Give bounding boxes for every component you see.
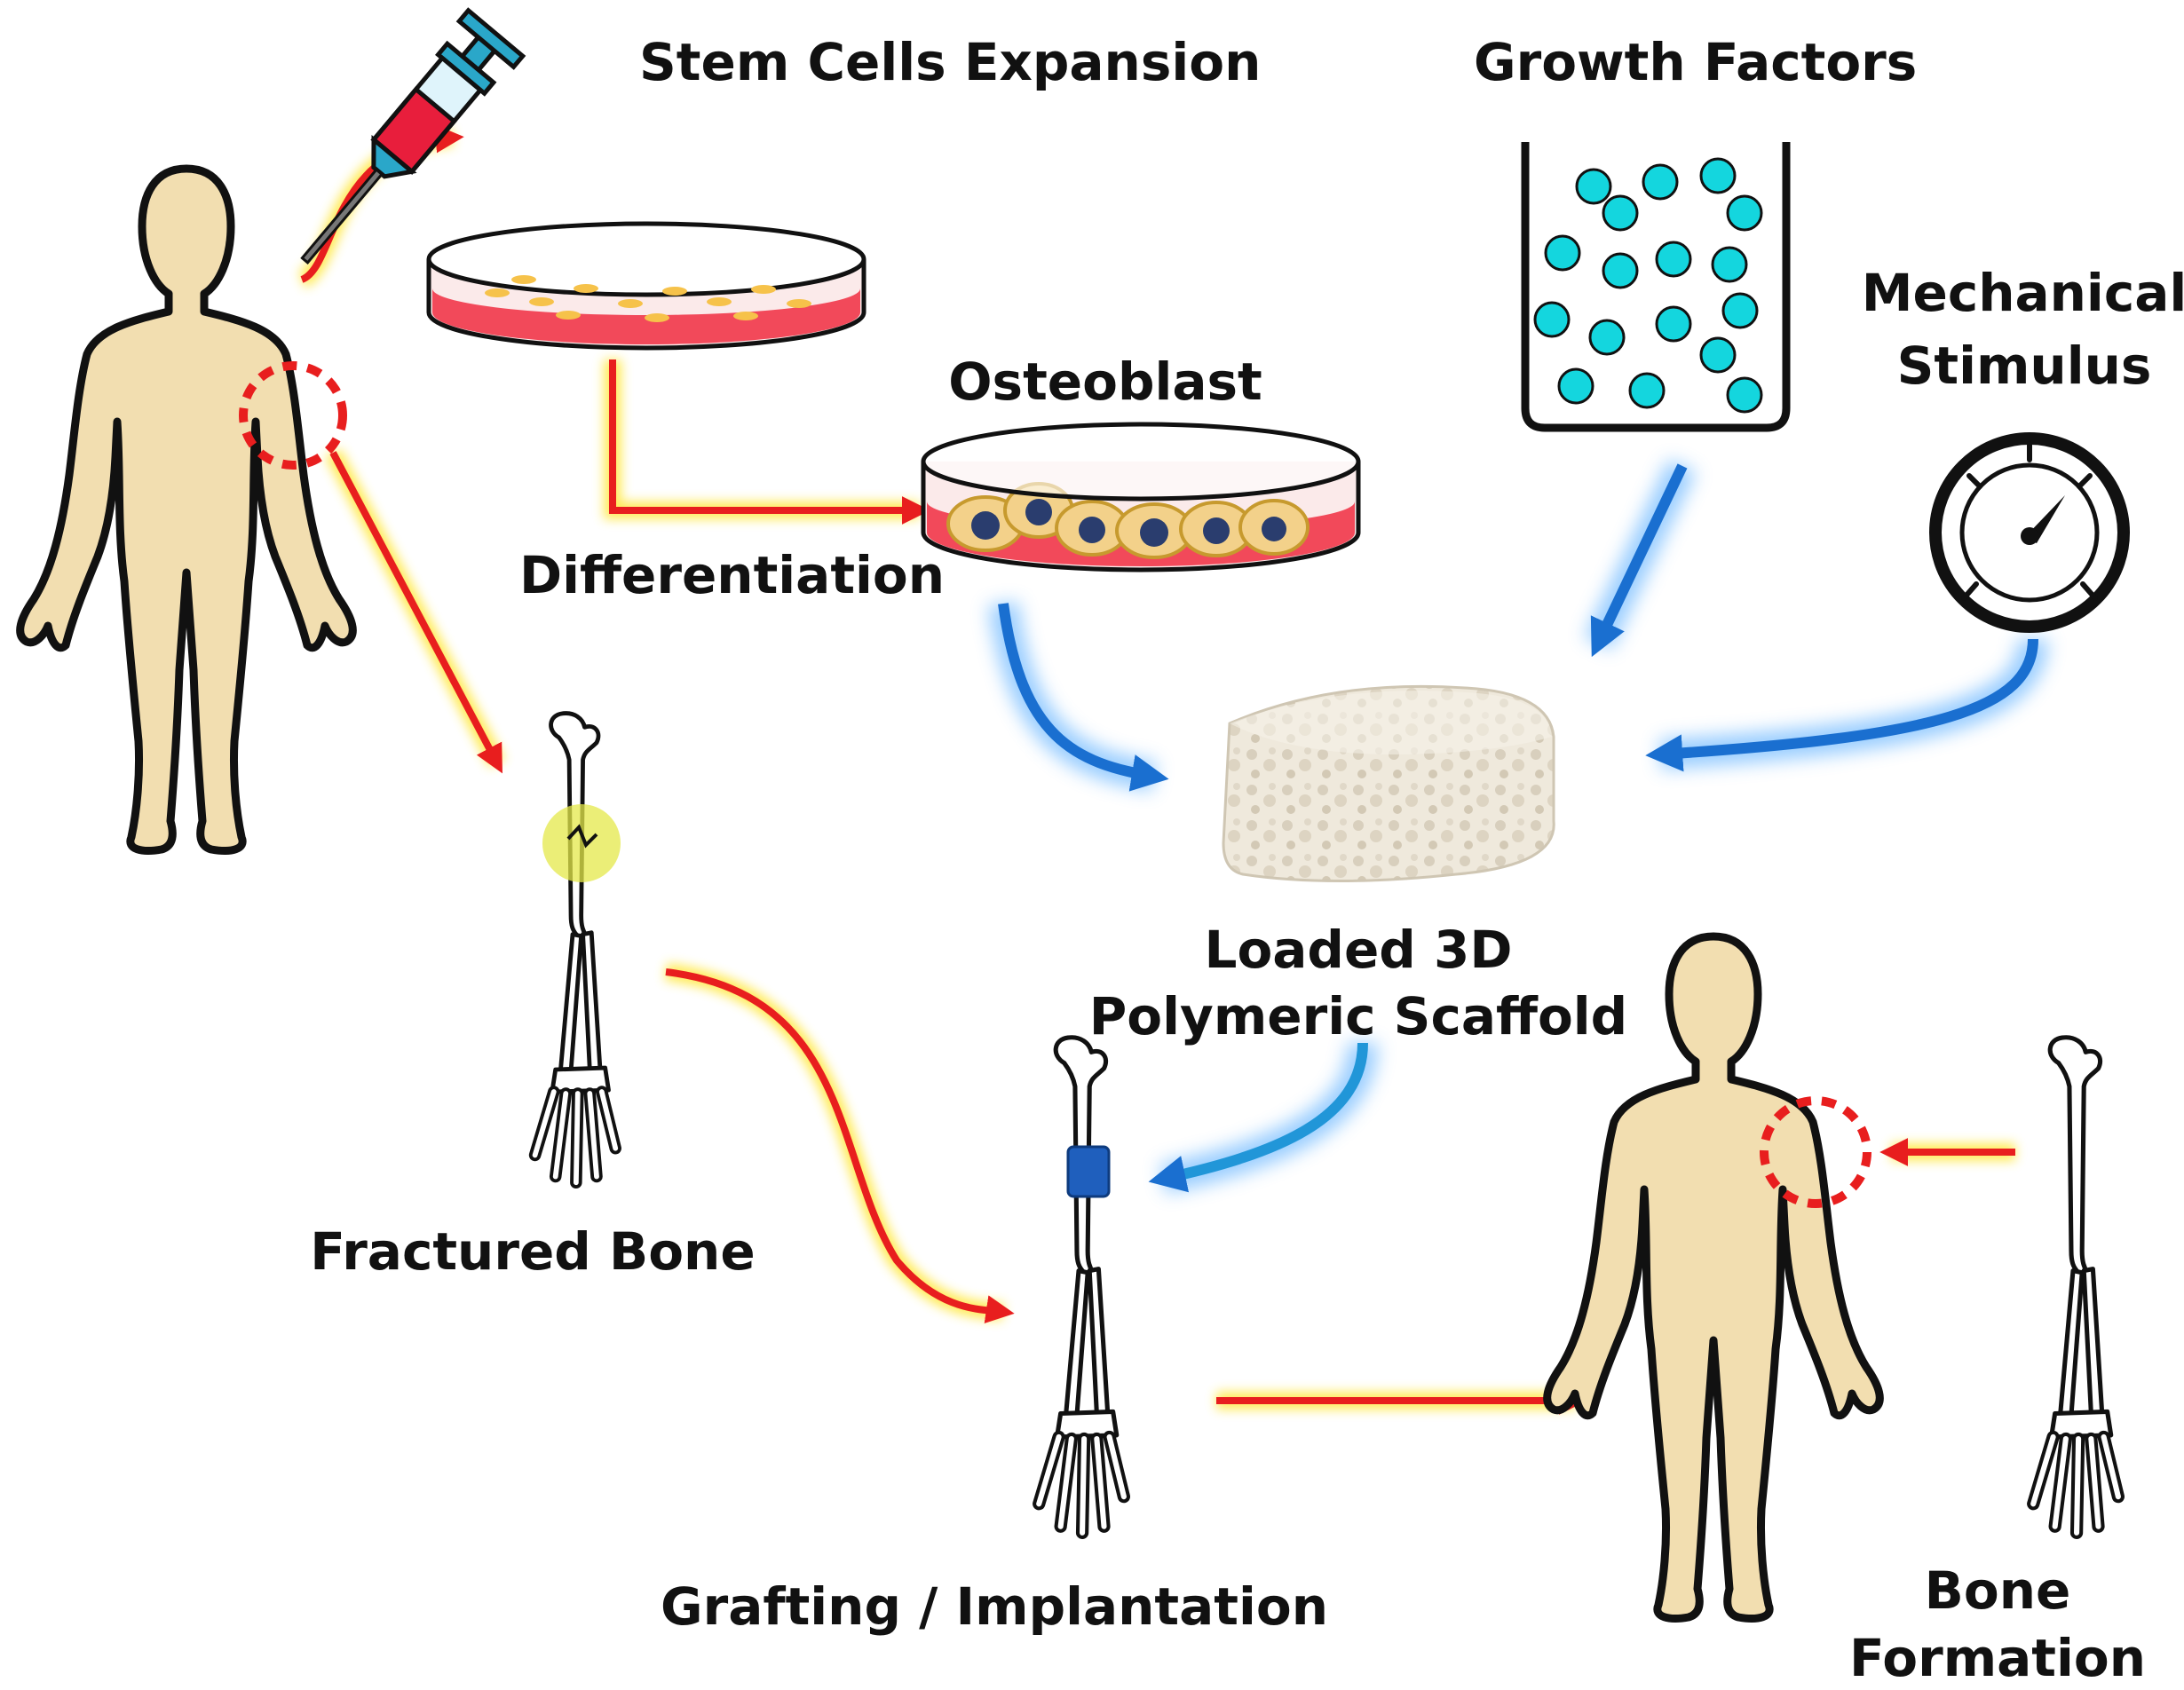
label-growth-factors: Growth Factors: [1474, 32, 1917, 92]
label-loaded-3d: Loaded 3D: [1204, 920, 1512, 980]
arrow-mechanical-to-scaffold: [1645, 638, 2038, 772]
stem-cells: [485, 275, 811, 322]
grafted-bone: [1039, 1038, 1124, 1533]
arrow-stemcells-to-osteoblast: [609, 359, 930, 525]
label-stem-cells-expansion: Stem Cells Expansion: [639, 32, 1261, 92]
implant-icon: [1066, 1145, 1111, 1198]
arm-bone-icon: [535, 714, 616, 1183]
cell-nuclei: [971, 499, 1286, 547]
patient-body-left: [20, 169, 353, 850]
arrow-growthfactors-to-scaffold: [1590, 463, 1688, 658]
label-bone: Bone: [1925, 1560, 2071, 1621]
fractured-bone: [535, 714, 621, 1183]
arrow-fractured-to-graft: [665, 968, 1015, 1323]
syringe-icon: [300, 7, 526, 265]
label-grafting-implantation: Grafting / Implantation: [661, 1576, 1328, 1637]
pressure-gauge-icon: [1929, 432, 2130, 633]
arrow-osteoblast-to-scaffold: [998, 603, 1169, 792]
arrow-body-to-fractured-bone: [329, 451, 502, 774]
fracture-highlight: [542, 804, 621, 882]
arrow-scaffold-to-graft: [1148, 1042, 1368, 1193]
osteoblast-dish-icon: [921, 422, 1361, 573]
label-stimulus: Stimulus: [1897, 336, 2152, 396]
petri-dish-icon: [426, 221, 866, 351]
label-formation: Formation: [1849, 1628, 2146, 1688]
injury-site-marker: [239, 361, 347, 470]
scaffold-icon: [1222, 684, 1555, 882]
blue-arrows: [988, 459, 2048, 1194]
label-mechanical: Mechanical: [1862, 263, 2184, 323]
red-arrows: [297, 124, 2015, 1415]
growth-factor-dots: [1533, 157, 1763, 414]
healed-site-marker: [1760, 1096, 1871, 1208]
label-fractured-bone: Fractured Bone: [310, 1221, 755, 1282]
arm-bone-icon: [2033, 1038, 2118, 1533]
label-polymeric-scaffold: Polymeric Scaffold: [1089, 986, 1627, 1046]
osteoblast-cells: [946, 482, 1310, 559]
beaker-icon: [1521, 142, 1791, 432]
label-differentiation: Differentiation: [519, 545, 945, 605]
label-osteoblast: Osteoblast: [948, 351, 1262, 412]
arm-bone-icon: [1039, 1038, 1124, 1533]
healed-bone: [2033, 1038, 2118, 1533]
patient-body-right: [1547, 936, 1880, 1618]
